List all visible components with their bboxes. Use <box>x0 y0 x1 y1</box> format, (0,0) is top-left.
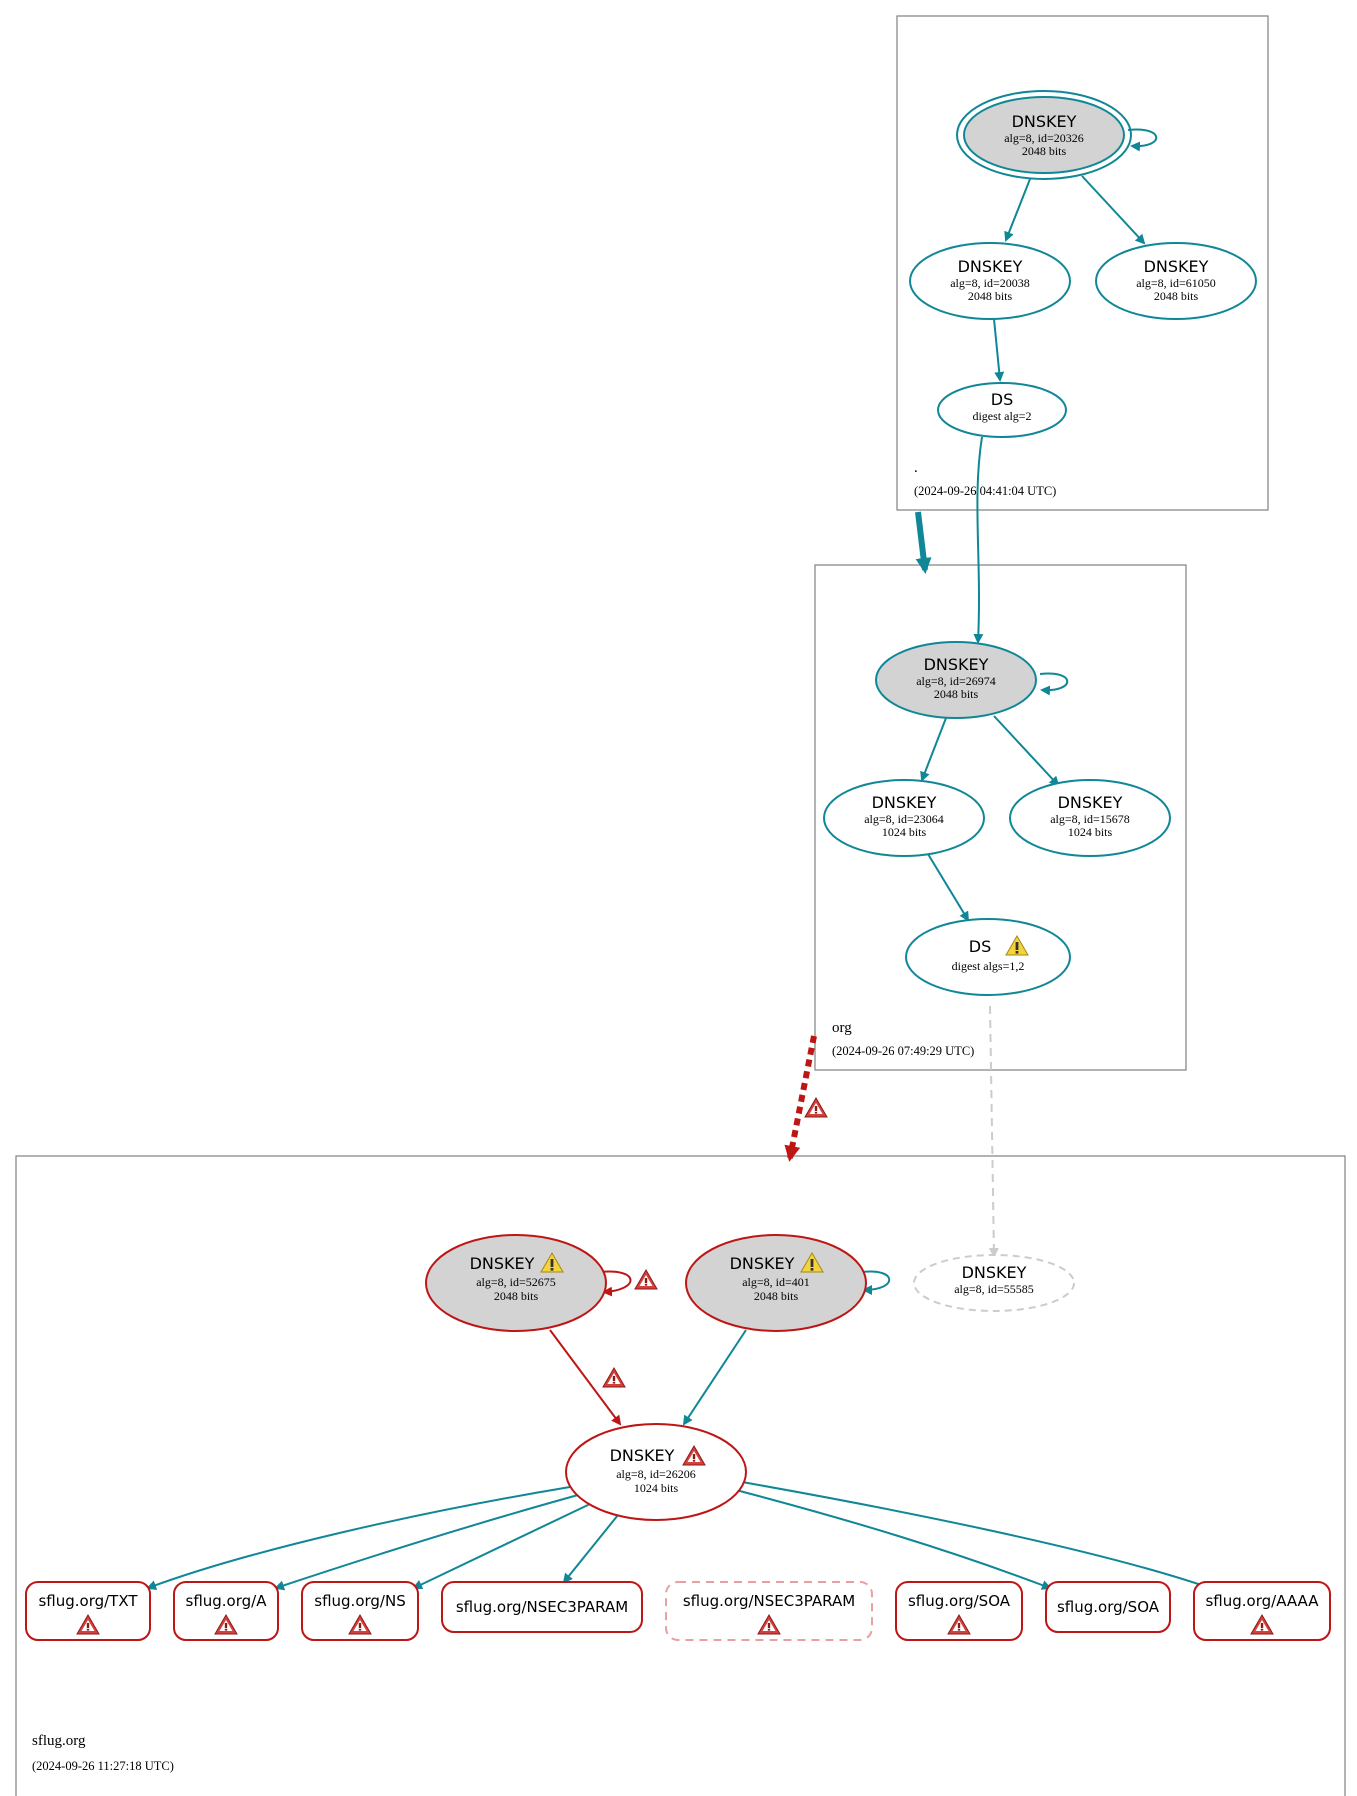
node-title: DNSKEY <box>1144 257 1209 276</box>
node-detail: 2048 bits <box>754 1289 799 1303</box>
node-sflug-ksk-52675[interactable]: DNSKEY alg=8, id=52675 2048 bits <box>425 1234 607 1332</box>
rrset-label: sflug.org/SOA <box>1057 1598 1160 1616</box>
node-org-zsk-23064[interactable]: DNSKEY alg=8, id=23064 1024 bits <box>823 779 985 857</box>
rrset-nsec3param[interactable]: sflug.org/NSEC3PARAM <box>441 1581 643 1633</box>
node-org-ksk[interactable]: DNSKEY alg=8, id=26974 2048 bits <box>875 641 1037 719</box>
node-detail: alg=8, id=26206 <box>616 1467 696 1481</box>
rrset-aaaa[interactable]: sflug.org/AAAA <box>1193 1581 1331 1641</box>
node-root-zsk-61050[interactable]: DNSKEY alg=8, id=61050 2048 bits <box>1095 242 1257 320</box>
zone-name: . <box>914 460 918 476</box>
node-root-ksk[interactable]: DNSKEY alg=8, id=20326 2048 bits <box>956 90 1132 180</box>
node-detail: 2048 bits <box>1154 289 1199 303</box>
edges <box>146 128 1212 1591</box>
node-title: DS <box>969 937 991 956</box>
rrset-label: sflug.org/NS <box>314 1592 405 1610</box>
rrset-a[interactable]: sflug.org/A <box>173 1581 279 1641</box>
rrset-soa[interactable]: sflug.org/SOA <box>895 1581 1023 1641</box>
node-detail: alg=8, id=23064 <box>864 812 944 826</box>
node-detail: digest algs=1,2 <box>952 959 1025 973</box>
node-detail: alg=8, id=401 <box>742 1275 810 1289</box>
rrset-soa-2[interactable]: sflug.org/SOA <box>1045 1581 1171 1633</box>
rrset-ns[interactable]: sflug.org/NS <box>301 1581 419 1641</box>
node-detail: alg=8, id=20326 <box>1004 131 1084 145</box>
zone-timestamp: (2024-09-26 07:49:29 UTC) <box>832 1044 974 1058</box>
node-detail: alg=8, id=61050 <box>1136 276 1216 290</box>
node-title: DNSKEY <box>872 793 937 812</box>
node-detail: 1024 bits <box>1068 825 1113 839</box>
rrset-label: sflug.org/NSEC3PARAM <box>456 1598 628 1616</box>
node-detail: 2048 bits <box>494 1289 539 1303</box>
edge-root-ksk-self <box>1127 128 1158 152</box>
node-detail: alg=8, id=15678 <box>1050 812 1130 826</box>
node-detail: 2048 bits <box>934 687 979 701</box>
node-org-ds[interactable]: DS digest algs=1,2 <box>905 918 1071 996</box>
edge-zsk-txt <box>146 1486 571 1590</box>
node-detail: digest alg=2 <box>972 409 1031 423</box>
edge-root-ds-org-ksk <box>973 436 984 644</box>
rrset-label: sflug.org/NSEC3PARAM <box>683 1592 855 1610</box>
edge-org-ksk-zsk2 <box>993 715 1060 787</box>
edge-zsk-nsec3param <box>562 1514 619 1584</box>
zone-name: sflug.org <box>32 1733 86 1749</box>
node-detail: alg=8, id=20038 <box>950 276 1030 290</box>
node-title: DS <box>991 390 1013 409</box>
node-title: DNSKEY <box>730 1254 795 1273</box>
node-title: DNSKEY <box>962 1263 1027 1282</box>
edge-delegation-org-sflug <box>784 1035 817 1162</box>
delegation-error-icon <box>804 1097 828 1118</box>
rrset-txt[interactable]: sflug.org/TXT <box>25 1581 151 1641</box>
node-title: DNSKEY <box>470 1254 535 1273</box>
node-sflug-zsk-26206[interactable]: DNSKEY alg=8, id=26206 1024 bits <box>565 1423 747 1521</box>
edge-zsk-soa <box>735 1489 1052 1590</box>
edge-root-ksk-zsk2 <box>1081 175 1146 245</box>
edge-sflug-ksk2-self <box>861 1270 891 1295</box>
node-title: DNSKEY <box>1058 793 1123 812</box>
node-detail: 1024 bits <box>634 1481 679 1495</box>
node-detail: 2048 bits <box>968 289 1013 303</box>
node-title: DNSKEY <box>958 257 1023 276</box>
node-detail: 2048 bits <box>1022 144 1067 158</box>
node-title: DNSKEY <box>610 1446 675 1465</box>
node-detail: alg=8, id=55585 <box>954 1282 1034 1296</box>
zone-name: org <box>832 1020 852 1036</box>
rrset-label: sflug.org/TXT <box>38 1592 138 1610</box>
rrset-label: sflug.org/A <box>186 1592 268 1610</box>
edge-sflug-ksk1-self <box>599 1270 632 1297</box>
node-root-zsk-20038[interactable]: DNSKEY alg=8, id=20038 2048 bits <box>909 242 1071 320</box>
node-title: DNSKEY <box>924 655 989 674</box>
edge-sflug-ksk1-zsk <box>549 1329 622 1426</box>
node-detail: alg=8, id=26974 <box>916 674 996 688</box>
node-detail: 1024 bits <box>882 825 927 839</box>
rrset-label: sflug.org/AAAA <box>1205 1592 1319 1610</box>
rrset-nsec3param-nonexistent[interactable]: sflug.org/NSEC3PARAM <box>665 1581 873 1641</box>
edge-zsk-ns <box>412 1503 591 1590</box>
node-sflug-ksk-55585[interactable]: DNSKEY alg=8, id=55585 <box>913 1254 1075 1312</box>
zone-timestamp: (2024-09-26 04:41:04 UTC) <box>914 484 1056 498</box>
node-org-zsk-15678[interactable]: DNSKEY alg=8, id=15678 1024 bits <box>1009 779 1171 857</box>
rrset-label: sflug.org/SOA <box>908 1592 1011 1610</box>
node-sflug-ksk-401[interactable]: DNSKEY alg=8, id=401 2048 bits <box>685 1234 867 1332</box>
edge-zsk-a <box>274 1494 579 1591</box>
node-detail: alg=8, id=52675 <box>476 1275 556 1289</box>
node-root-ds[interactable]: DS digest alg=2 <box>937 382 1067 438</box>
edge-org-zsk1-ds <box>927 853 970 922</box>
edge-root-zsk1-ds <box>993 318 1005 382</box>
edge-sflug-ksk2-zsk <box>682 1329 747 1426</box>
edge-zsk-aaaa <box>741 1481 1212 1591</box>
zone-timestamp: (2024-09-26 11:27:18 UTC) <box>32 1759 174 1773</box>
edge-org-ksk-self <box>1039 672 1069 696</box>
edge-org-ksk-zsk1 <box>920 717 947 782</box>
edge-delegation-root-org <box>915 511 932 574</box>
node-title: DNSKEY <box>1012 112 1077 131</box>
edge-root-ksk-zsk1 <box>1004 178 1031 242</box>
